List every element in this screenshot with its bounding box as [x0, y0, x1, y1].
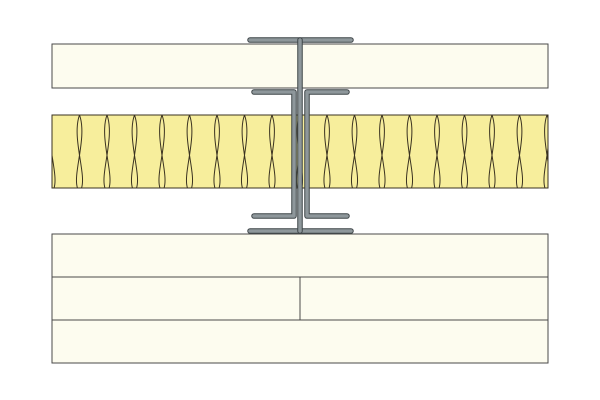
insulation-pattern	[52, 115, 548, 188]
stud-left-channel	[252, 90, 296, 218]
bottom-board-1	[51, 233, 549, 278]
insulation-fibre-lines	[52, 115, 548, 188]
bottom-board-3	[51, 319, 549, 364]
stud-right-channel	[305, 90, 349, 218]
steel-stud	[247, 37, 354, 234]
bottom-board-2-left	[51, 276, 301, 321]
bottom-board-2-right	[299, 276, 549, 321]
